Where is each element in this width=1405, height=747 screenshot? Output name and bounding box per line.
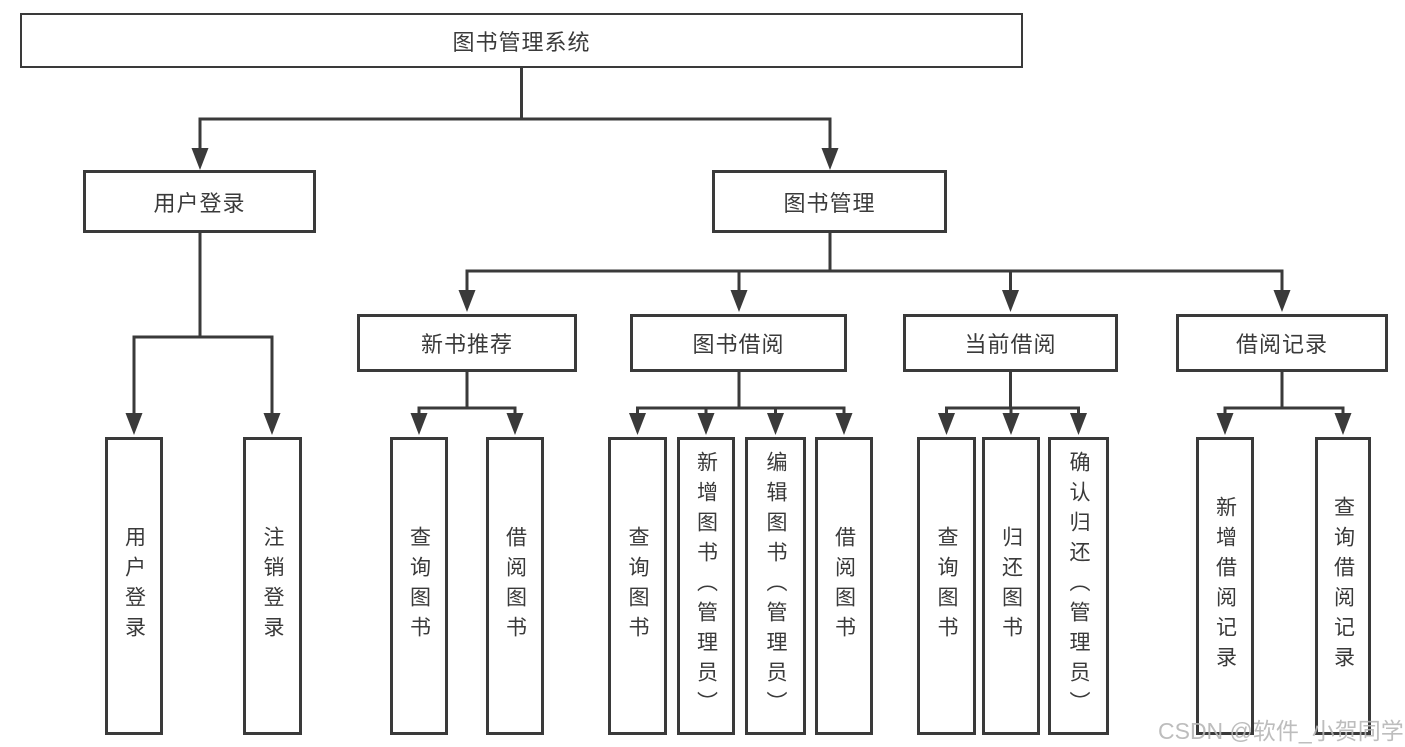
arrow-down-icon — [1070, 413, 1087, 435]
arrow-down-icon — [629, 413, 646, 435]
node-current-borrow: 当前借阅 — [903, 314, 1118, 372]
connector-borrow-records-to-leaves — [1216, 370, 1352, 435]
leaf-label: 新增图书（管理员） — [694, 451, 718, 721]
arrow-down-icon — [1002, 290, 1019, 312]
arrow-down-icon — [938, 413, 955, 435]
leaf-query-borrow-record: 查询借阅记录 — [1315, 437, 1371, 735]
leaf-label: 归还图书 — [999, 526, 1023, 646]
leaf-label: 查询借阅记录 — [1331, 496, 1355, 676]
leaf-label: 确认归还（管理员） — [1067, 451, 1090, 721]
node-new-book-recommend: 新书推荐 — [357, 314, 577, 372]
connector-new-book-recommend-to-leaves — [410, 370, 524, 435]
arrow-down-icon — [191, 148, 209, 170]
node-label: 图书管理 — [783, 190, 876, 216]
leaf-add-borrow-record: 新增借阅记录 — [1196, 437, 1254, 735]
arrow-down-icon — [458, 290, 476, 312]
leaf-edit-book-admin: 编辑图书（管理员） — [745, 437, 806, 735]
node-book-borrow: 图书借阅 — [630, 314, 847, 372]
arrow-down-icon — [263, 413, 281, 435]
leaf-return-book: 归还图书 — [982, 437, 1040, 735]
node-book-management: 图书管理 — [712, 170, 947, 233]
leaf-label: 查询图书 — [407, 526, 431, 646]
connector-book-management-to-level3 — [458, 231, 1291, 312]
arrow-down-icon — [410, 413, 428, 435]
node-label: 当前借阅 — [964, 332, 1057, 357]
leaf-label: 借阅图书 — [503, 526, 527, 646]
leaf-query-books-recommend: 查询图书 — [390, 437, 448, 735]
node-label: 借阅记录 — [1235, 332, 1328, 357]
arrow-down-icon — [506, 413, 524, 435]
node-label: 新书推荐 — [420, 332, 513, 357]
connector-current-borrow-to-leaves — [938, 370, 1087, 435]
leaf-label: 编辑图书（管理员） — [764, 451, 787, 721]
arrow-down-icon — [125, 413, 143, 435]
arrow-down-icon — [1216, 413, 1234, 435]
node-label: 用户登录 — [153, 190, 246, 216]
leaf-query-books-borrow: 查询图书 — [608, 437, 667, 735]
node-user-login: 用户登录 — [83, 170, 316, 233]
arrow-down-icon — [1334, 413, 1352, 435]
leaf-label: 查询图书 — [935, 526, 958, 646]
node-root-label: 图书管理系统 — [452, 29, 591, 55]
connector-root-to-level2 — [191, 66, 839, 170]
leaf-confirm-return-admin: 确认归还（管理员） — [1048, 437, 1109, 735]
leaf-label: 用户登录 — [122, 526, 146, 646]
node-label: 图书借阅 — [692, 332, 785, 357]
leaf-borrow-book: 借阅图书 — [815, 437, 873, 735]
arrow-down-icon — [730, 290, 748, 312]
leaf-logout: 注销登录 — [243, 437, 302, 735]
leaf-label: 借阅图书 — [832, 526, 856, 646]
leaf-add-book-admin: 新增图书（管理员） — [677, 437, 735, 735]
arrow-down-icon — [1273, 290, 1291, 312]
arrow-down-icon — [821, 148, 839, 170]
leaf-query-books-current: 查询图书 — [917, 437, 976, 735]
leaf-label: 新增借阅记录 — [1213, 496, 1237, 676]
leaf-label: 注销登录 — [261, 526, 284, 646]
leaf-user-login: 用户登录 — [105, 437, 163, 735]
node-root-library-system: 图书管理系统 — [20, 13, 1023, 68]
connector-book-borrow-to-leaves — [629, 370, 853, 435]
arrow-down-icon — [1002, 413, 1020, 435]
arrow-down-icon — [697, 413, 715, 435]
node-borrow-records: 借阅记录 — [1176, 314, 1388, 372]
leaf-borrow-books-recommend: 借阅图书 — [486, 437, 544, 735]
connector-user-login-to-leaves — [125, 231, 281, 435]
csdn-watermark: CSDN @软件_小贺同学 — [1158, 718, 1404, 744]
arrow-down-icon — [767, 413, 784, 435]
leaf-label: 查询图书 — [626, 526, 649, 646]
arrow-down-icon — [835, 413, 853, 435]
